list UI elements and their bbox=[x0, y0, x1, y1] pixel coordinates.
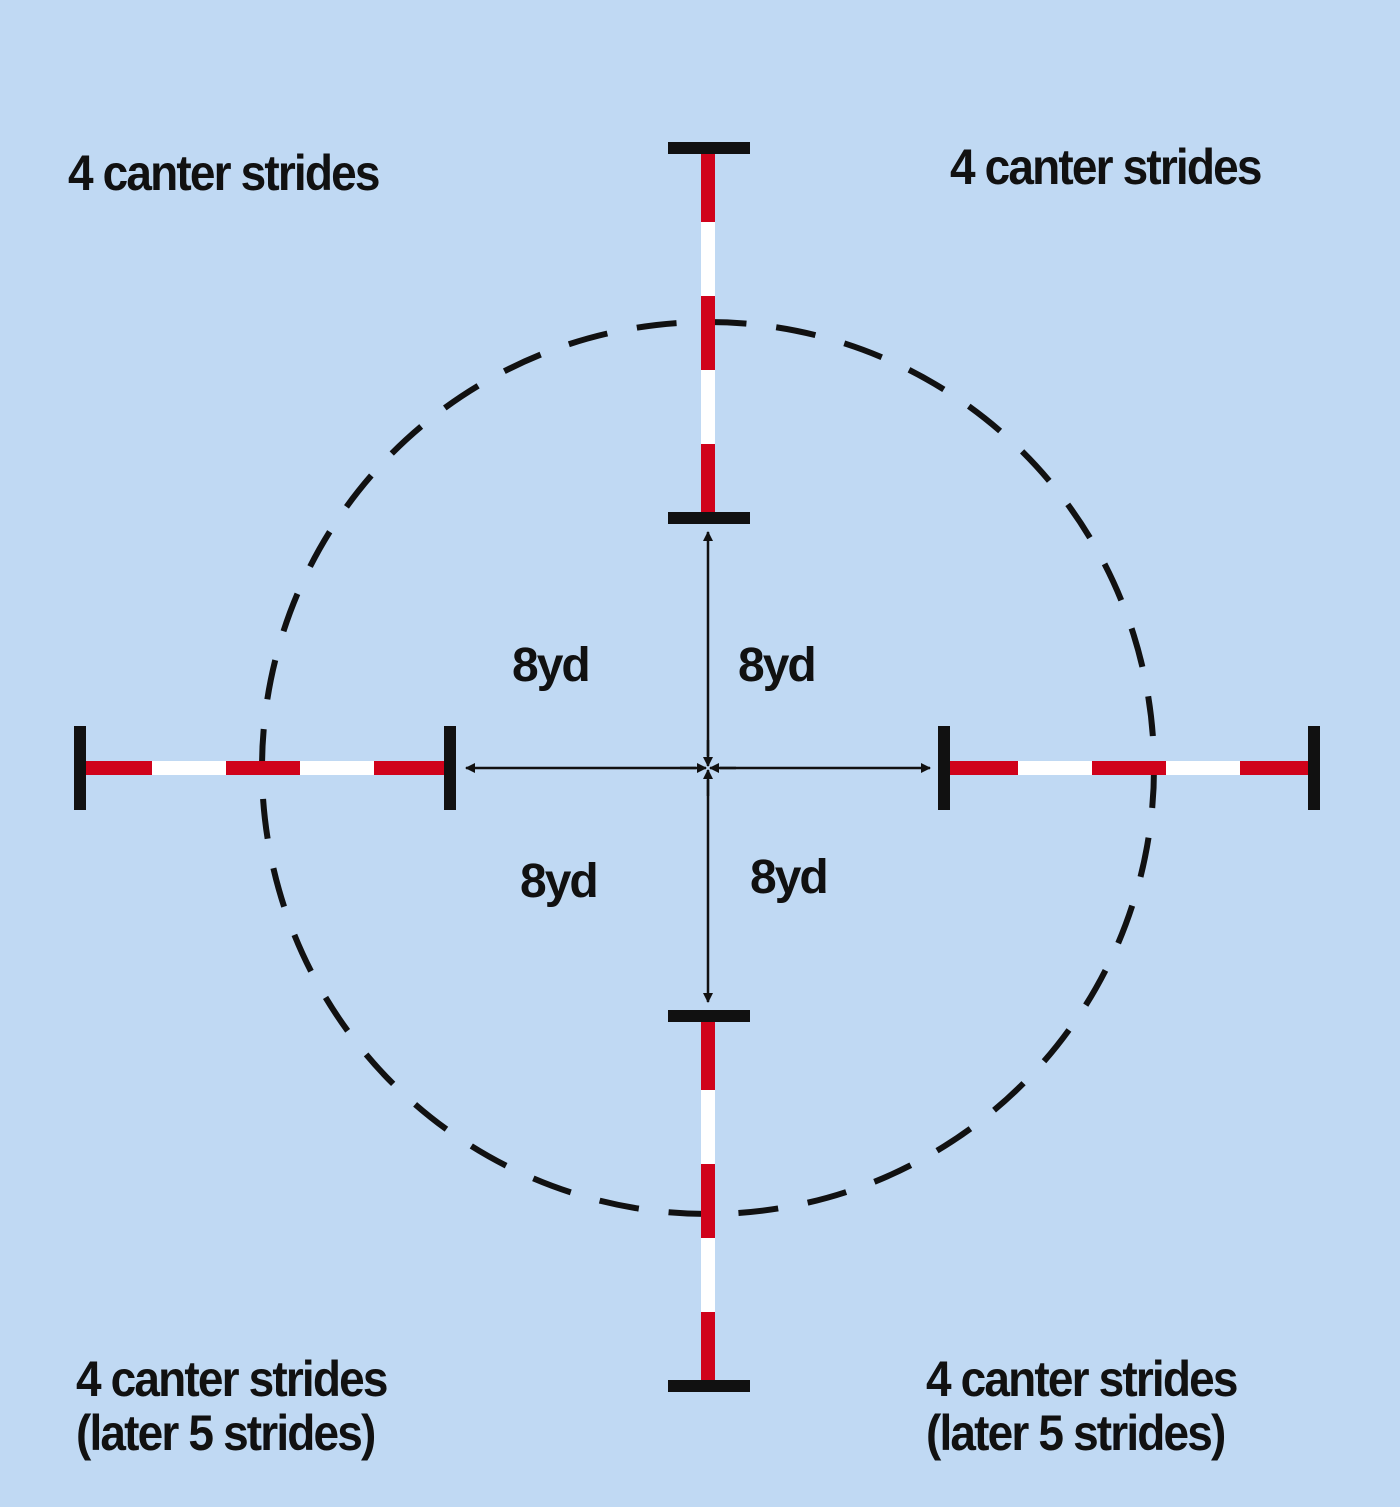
label-top-left: 4 canter strides bbox=[68, 145, 380, 201]
label-bottom-right: 4 canter strides (later 5 strides) bbox=[926, 1351, 1238, 1461]
distance-label-lower-left: 8yd bbox=[520, 855, 599, 908]
label-bottom-left-line2: (later 5 strides) bbox=[76, 1405, 376, 1461]
label-bottom-right-line2: (later 5 strides) bbox=[926, 1405, 1226, 1461]
label-top-left-line1: 4 canter strides bbox=[68, 145, 380, 201]
label-bottom-left: 4 canter strides (later 5 strides) bbox=[76, 1351, 388, 1461]
label-bottom-right-line1: 4 canter strides bbox=[926, 1351, 1238, 1407]
distance-label-upper-left: 8yd bbox=[512, 639, 591, 692]
label-top-right-line1: 4 canter strides bbox=[950, 139, 1262, 195]
distance-arrows bbox=[465, 531, 931, 1003]
distance-label-lower-right: 8yd bbox=[750, 851, 829, 904]
label-bottom-left-line1: 4 canter strides bbox=[76, 1351, 388, 1407]
pole-bottom bbox=[668, 1010, 750, 1392]
pole-left bbox=[74, 726, 456, 810]
pole-top bbox=[668, 142, 750, 524]
distance-label-upper-right: 8yd bbox=[738, 639, 817, 692]
pole-right bbox=[938, 726, 1320, 810]
label-top-right: 4 canter strides bbox=[950, 139, 1262, 195]
